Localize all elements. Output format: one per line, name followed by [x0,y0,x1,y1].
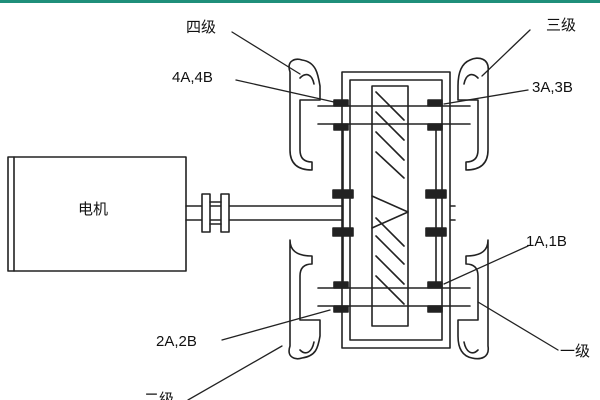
label-bearing-3: 3A,3B [532,79,573,96]
lower-pinion-shaft [317,281,471,313]
stage2-volute [288,239,321,360]
top-bar [0,0,600,3]
label-stage3: 三级 [546,16,576,34]
label-stage2: 二级 [144,390,174,400]
label-motor: 电机 [78,200,108,218]
stage1-volute [457,239,490,360]
label-bearing-2: 2A,2B [156,333,197,350]
leader-lines [187,29,559,400]
label-stage4: 四级 [186,18,216,36]
label-bearing-4: 4A,4B [172,69,213,86]
upper-pinion-shaft [317,99,471,131]
stage4-volute [288,58,321,171]
label-stage1: 一级 [560,342,590,360]
motor-body [7,156,187,272]
bull-gear [371,85,409,327]
label-bearing-1: 1A,1B [526,233,567,250]
main-shaft-bearings [332,129,447,283]
stage3-volute [457,57,489,171]
